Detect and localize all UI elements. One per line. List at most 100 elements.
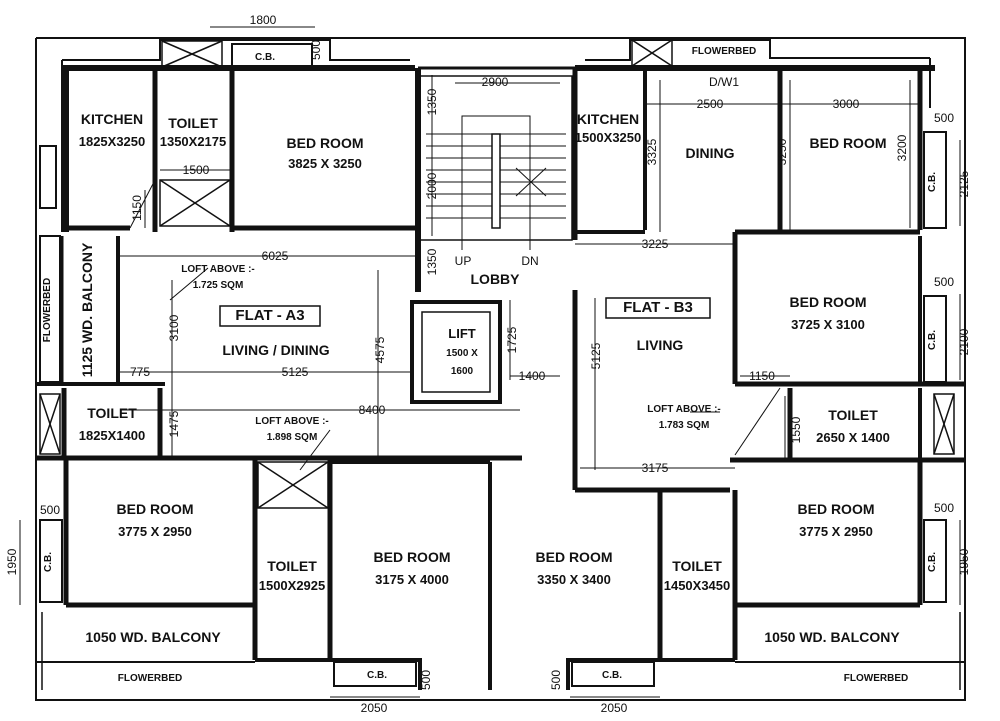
dim-500-br: 500 <box>549 670 563 690</box>
toilet-a-bottom-name: TOILET <box>267 558 317 574</box>
dim-2050-left: 2050 <box>361 701 388 715</box>
lift-size-1: 1500 X <box>446 348 478 359</box>
cupboards <box>39 43 947 687</box>
dim-5125: 5125 <box>282 365 309 379</box>
dim-2050-right: 2050 <box>601 701 628 715</box>
toilet-a-mid-size: 1825X1400 <box>79 428 146 443</box>
bed-a-bl-size: 3775 X 2950 <box>118 524 192 539</box>
dim-3100: 3100 <box>167 314 181 341</box>
dining-b-name: DINING <box>686 145 735 161</box>
toilet-b-bottom-size: 1450X3450 <box>664 578 731 593</box>
dim-1350-mid: 1350 <box>425 248 439 275</box>
loft-a2-label-1: LOFT ABOVE :- <box>255 416 329 427</box>
dim-1350-top: 1350 <box>425 88 439 115</box>
toilet-b-mid-size: 2650 X 1400 <box>816 430 890 445</box>
dim-2100: 2100 <box>957 328 971 355</box>
dim-500-rt3: 500 <box>934 501 954 515</box>
dim-500-left: 500 <box>40 503 60 517</box>
cb-top-label: C.B. <box>255 52 275 63</box>
dim-2900: 2900 <box>482 75 509 89</box>
toilet-b-mid-name: TOILET <box>828 407 878 423</box>
toilet-a-top-size: 1350X2175 <box>160 134 227 149</box>
dim-8400: 8400 <box>359 403 386 417</box>
dim-500-rt2: 500 <box>934 275 954 289</box>
flowerbed-top-label: FLOWERBED <box>692 46 756 57</box>
room-labels: FLAT - A3 FLAT - B3 KITCHEN 1825X3250 TO… <box>79 111 890 593</box>
dim-3175: 3175 <box>642 461 669 475</box>
dimension-labels: 1800 500 2900 2500 3000 500 1500 1150 13… <box>5 13 971 715</box>
dim-500-top: 500 <box>309 40 323 60</box>
outer-walls <box>35 37 966 701</box>
flat-a3-label: FLAT - A3 <box>235 307 304 324</box>
balcony-bottom-left-label: 1050 WD. BALCONY <box>85 629 221 645</box>
bed-a-bm-name: BED ROOM <box>374 549 451 565</box>
balcony-left-label: 1125 WD. BALCONY <box>79 242 95 377</box>
dim-5125-b: 5125 <box>589 342 603 369</box>
kitchen-b-size: 1500X3250 <box>575 130 642 145</box>
cb-right-top-label: C.B. <box>927 172 938 192</box>
toilet-a-bottom-size: 1500X2925 <box>259 578 326 593</box>
shaft-ducts <box>39 39 955 509</box>
dim-3200: 3200 <box>895 134 909 161</box>
lift-name: LIFT <box>448 326 475 341</box>
bed-b-mid-name: BED ROOM <box>790 294 867 310</box>
bed-b-mid-size: 3725 X 3100 <box>791 317 865 332</box>
dim-1150-right: 1150 <box>749 369 775 383</box>
living-b-name: LIVING <box>637 337 684 353</box>
dim-1500: 1500 <box>183 163 210 177</box>
cb-right-bottom-label: C.B. <box>927 552 938 572</box>
dim-6025: 6025 <box>262 249 289 263</box>
flowerbed-bottom-left-label: FLOWERBED <box>118 673 182 684</box>
kitchen-a-name: KITCHEN <box>81 111 143 127</box>
loft-a-label-1: LOFT ABOVE :- <box>181 264 255 275</box>
flowerbed-bottom-right-label: FLOWERBED <box>844 673 908 684</box>
dim-1950-left: 1950 <box>5 548 19 575</box>
kitchen-b-name: KITCHEN <box>577 111 639 127</box>
staircase <box>426 115 566 250</box>
cb-left-bottom-label: C.B. <box>43 552 54 572</box>
cb-right-mid-label: C.B. <box>927 330 938 350</box>
dim-1800: 1800 <box>250 13 277 27</box>
lift-size-2: 1600 <box>451 366 474 377</box>
dim-3250: 3250 <box>775 138 789 165</box>
dim-500-bl: 500 <box>419 670 433 690</box>
door-swings <box>129 179 781 471</box>
loft-b-label-1: LOFT ABOVE :- <box>647 404 721 415</box>
dim-2500: 2500 <box>697 97 724 111</box>
lobby-name: LOBBY <box>471 271 521 287</box>
toilet-a-mid-name: TOILET <box>87 405 137 421</box>
bed-b-br-size: 3775 X 2950 <box>799 524 873 539</box>
dim-2125: 2125 <box>957 170 971 197</box>
dimension-lines <box>19 26 961 698</box>
dim-1400: 1400 <box>519 369 546 383</box>
dim-3325: 3325 <box>645 138 659 165</box>
dw-label: D/W1 <box>709 75 739 89</box>
bed-b-br-name: BED ROOM <box>798 501 875 517</box>
kitchen-a-size: 1825X3250 <box>79 134 146 149</box>
dim-1950-right: 1950 <box>957 548 971 575</box>
bed-a-bl-name: BED ROOM <box>117 501 194 517</box>
toilet-a-top-name: TOILET <box>168 115 218 131</box>
bed-a-top-size: 3825 X 3250 <box>288 156 362 171</box>
bed-a-bm-size: 3175 X 4000 <box>375 572 449 587</box>
cb-bottom-right-label: C.B. <box>602 670 622 681</box>
toilet-b-bottom-name: TOILET <box>672 558 722 574</box>
dim-1475: 1475 <box>167 410 181 437</box>
balcony-bottom-right-label: 1050 WD. BALCONY <box>764 629 900 645</box>
flowerbed-left-label: FLOWERBED <box>42 278 53 342</box>
bed-b-bm-size: 3350 X 3400 <box>537 572 611 587</box>
dim-3225: 3225 <box>642 237 669 251</box>
cb-bottom-left-label: C.B. <box>367 670 387 681</box>
dim-3000: 3000 <box>833 97 860 111</box>
bed-b-bm-name: BED ROOM <box>536 549 613 565</box>
flat-b3-label: FLAT - B3 <box>623 299 693 316</box>
dim-2000: 2000 <box>425 172 439 199</box>
dim-1725: 1725 <box>505 326 519 353</box>
bed-a-top-name: BED ROOM <box>287 135 364 151</box>
loft-a-label-2: 1.725 SQM <box>193 280 244 291</box>
misc-labels: FLOWERBED FLOWERBED FLOWERBED FLOWERBED … <box>42 46 938 684</box>
dim-4575: 4575 <box>373 336 387 363</box>
stair-dn-label: DN <box>521 254 538 268</box>
walls <box>36 65 965 690</box>
